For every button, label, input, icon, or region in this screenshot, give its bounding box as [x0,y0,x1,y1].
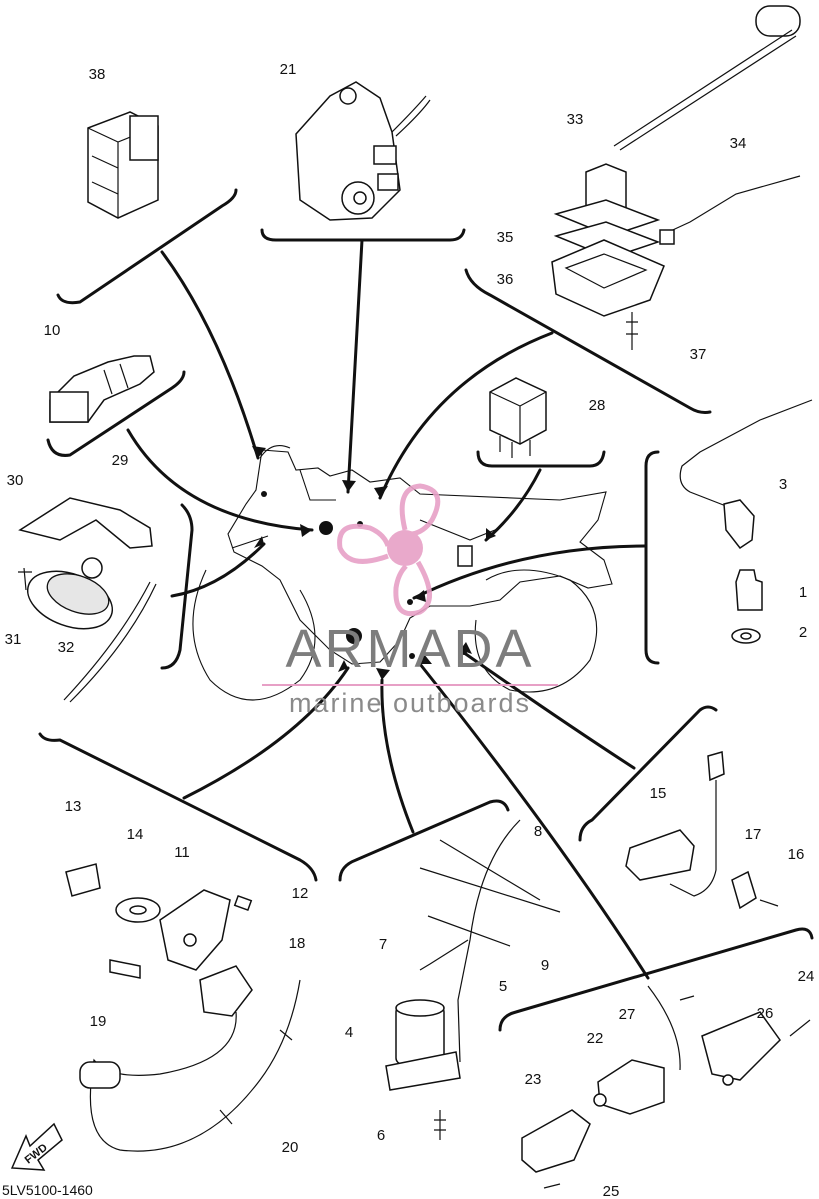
callout-24: 24 [798,968,815,985]
part-10-neutral-switch [49,355,155,423]
watermark-brand-name: ARMADA [285,619,535,679]
callout-19: 19 [90,1013,107,1030]
callout-11: 11 [174,844,190,861]
part-11-pickup-coil-assembly [65,863,301,1152]
callout-25: 25 [603,1183,620,1199]
callout-5: 5 [499,978,507,995]
callout-8: 8 [534,823,542,840]
callout-2: 2 [799,624,807,641]
callout-23: 23 [525,1071,542,1088]
callout-21: 21 [280,61,297,78]
part-30-horn [18,497,157,703]
part-33-fuel-sender [551,5,801,350]
callout-12: 12 [292,885,309,902]
callout-36: 36 [497,271,514,288]
part-21-handlebar-switch [295,81,431,221]
callout-35: 35 [497,229,514,246]
part-28-relay [489,377,547,458]
callout-37: 37 [690,346,707,363]
callout-18: 18 [289,935,306,952]
callout-32: 32 [58,639,75,656]
callout-27: 27 [619,1006,636,1023]
fwd-direction-arrow: FWD [10,1122,63,1171]
callout-31: 31 [5,631,22,648]
watermark-divider [262,684,558,686]
callout-16: 16 [788,846,805,863]
callout-26: 26 [757,1005,774,1022]
group-brackets [38,188,814,1032]
diagram-code: 5LV5100-1460 [2,1182,93,1198]
callout-1: 1 [799,584,807,601]
motorcycle-frame-outline [192,445,613,701]
callout-29: 29 [112,452,129,469]
part-22-switch-assembly [521,985,811,1189]
callout-9: 9 [541,957,549,974]
callout-7: 7 [379,936,387,953]
part-15-sidestand-switch [625,751,779,910]
callout-numbers: 1234567891011121314151617181920212223242… [5,61,815,1199]
callout-38: 38 [89,66,106,83]
callout-33: 33 [567,111,584,128]
callout-4: 4 [345,1024,353,1041]
watermark-tagline: marine outboards [288,688,532,718]
callout-3: 3 [779,476,787,493]
callout-14: 14 [127,826,144,843]
callout-22: 22 [587,1030,604,1047]
callout-15: 15 [650,785,667,802]
callout-13: 13 [65,798,82,815]
leader-arrows [126,238,650,980]
callout-17: 17 [745,826,762,843]
callout-34: 34 [730,135,747,152]
watermark-propeller-logo [337,483,441,616]
part-4-starter-relay [385,819,561,1140]
part-3-sensor-lead [679,399,813,644]
callout-28: 28 [589,397,606,414]
part-38-relay [87,111,159,219]
callout-20: 20 [282,1139,299,1156]
callout-10: 10 [44,322,61,339]
callout-6: 6 [377,1127,385,1144]
callout-30: 30 [7,472,24,489]
